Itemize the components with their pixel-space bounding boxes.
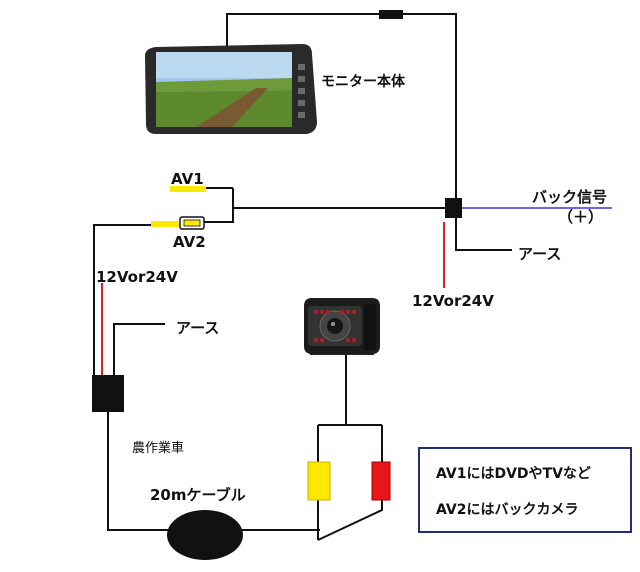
back-signal-label: バック信号 bbox=[532, 188, 607, 206]
fuse bbox=[379, 10, 403, 19]
av2-jack-inner bbox=[183, 219, 201, 227]
note-av2: AV2にはバックカメラ bbox=[436, 502, 579, 518]
av1-plug bbox=[170, 186, 206, 192]
red-wires bbox=[101, 222, 445, 375]
junction-box-vehicle bbox=[92, 375, 124, 412]
junction-box-monitor bbox=[445, 198, 462, 218]
earth-label-left: アース bbox=[176, 319, 219, 337]
monitor-unit bbox=[145, 44, 317, 134]
monitor-label: モニター本体 bbox=[321, 73, 406, 90]
vehicle-label: 農作業車 bbox=[132, 440, 184, 456]
cable-reel bbox=[167, 510, 243, 560]
camera-video-plug bbox=[307, 461, 331, 501]
black-wires bbox=[93, 13, 512, 541]
av1-label: AV1 bbox=[171, 170, 204, 188]
note-box: AV1にはDVDやTVなど AV2にはバックカメラ bbox=[418, 447, 632, 533]
camera-power-plug bbox=[371, 461, 391, 501]
power-label-left: 12Vor24V bbox=[96, 268, 178, 286]
cable-label: 20mケーブル bbox=[150, 486, 246, 504]
note-av1: AV1にはDVDやTVなど bbox=[436, 466, 591, 482]
back-signal-plus-label: （＋） bbox=[558, 208, 603, 226]
av2-plug bbox=[151, 221, 179, 227]
back-camera bbox=[304, 298, 380, 355]
power-label-right: 12Vor24V bbox=[412, 292, 494, 310]
earth-label-right: アース bbox=[518, 245, 561, 263]
av2-label: AV2 bbox=[173, 233, 206, 251]
